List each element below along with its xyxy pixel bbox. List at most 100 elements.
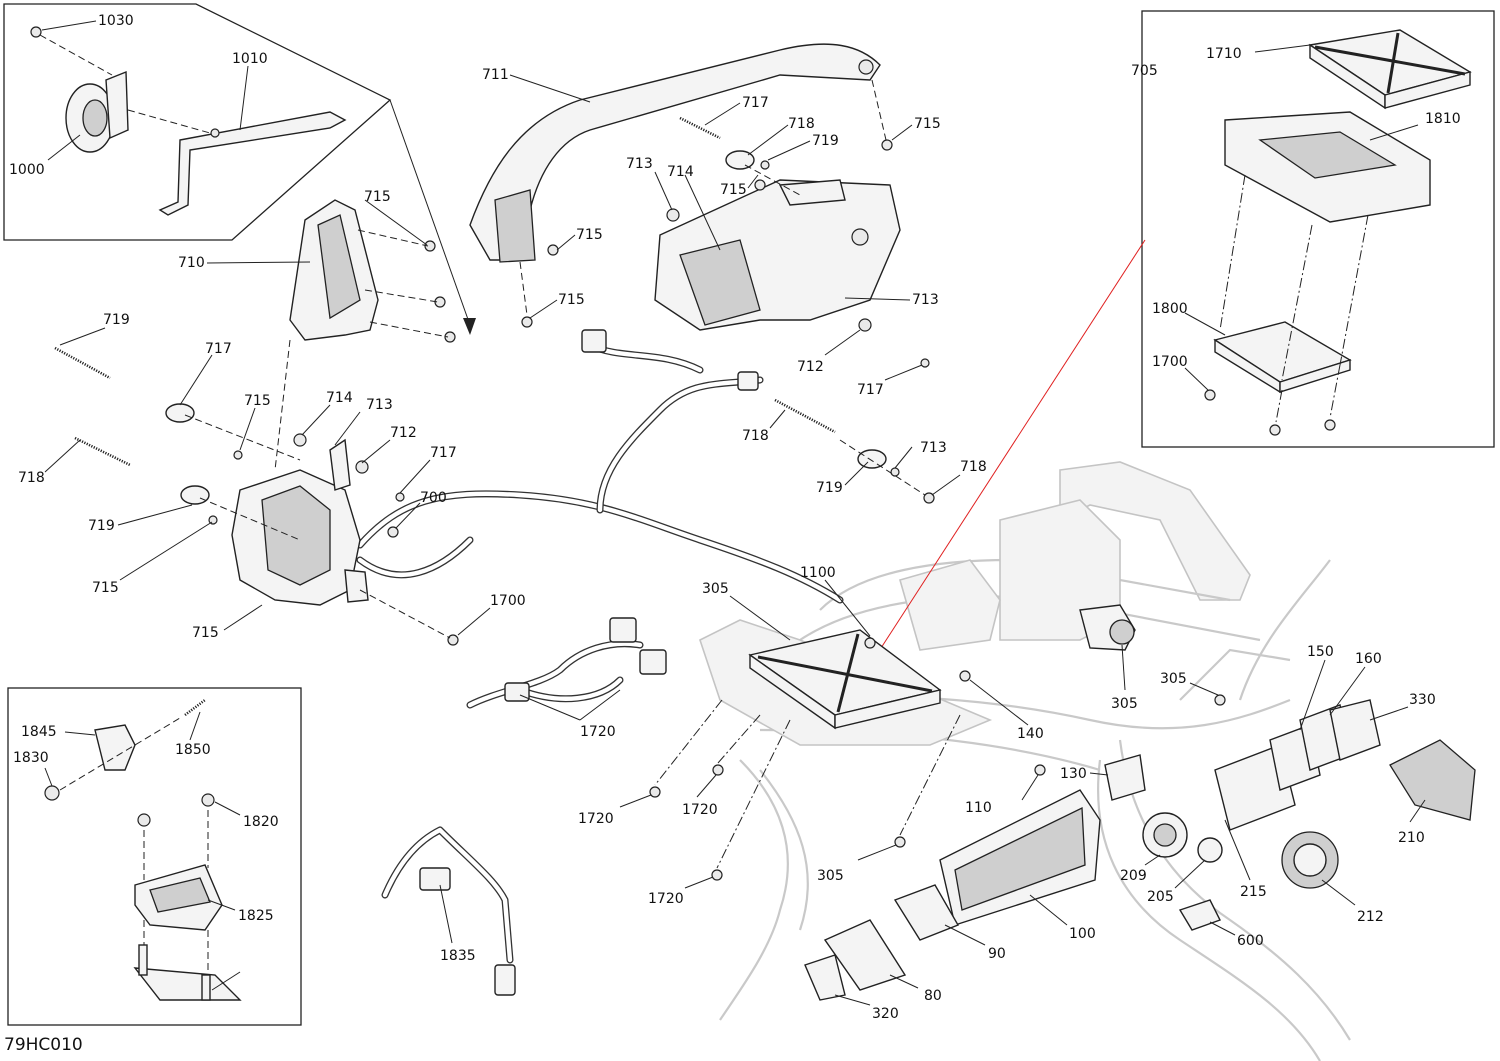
callout-712: 717 — [857, 382, 884, 398]
knob-210 — [1142, 812, 1188, 858]
headlight-710 — [654, 179, 901, 331]
callout-715: 705 — [1131, 63, 1158, 79]
callout-1835: 1845 — [21, 724, 57, 740]
detail-reference-line — [869, 239, 1146, 666]
callout-1030: 1030 — [98, 13, 134, 29]
cover-1700-inset — [1308, 29, 1472, 110]
callout-710: 713 — [912, 292, 939, 308]
callout-1810: 1800 — [1152, 301, 1188, 317]
callout-600: 100 — [1069, 926, 1096, 942]
wiring-harness — [356, 329, 844, 604]
ring-209 — [1197, 837, 1223, 863]
callout-718: 718 — [788, 116, 815, 132]
socket-1100 — [1079, 604, 1136, 651]
callout-1100: 305 — [1111, 696, 1138, 712]
callout-1720: 1720 — [578, 811, 614, 827]
callout-711: 711 — [482, 67, 509, 83]
callout-719: 713 — [920, 440, 947, 456]
module-inset — [1141, 10, 1495, 448]
callout-330: 1720 — [580, 724, 616, 740]
callout-713: 714 — [326, 390, 353, 406]
callout-209: 205 — [1147, 889, 1174, 905]
callout-717: 718 — [742, 428, 769, 444]
callout-1845: 1850 — [175, 742, 211, 758]
callout-1720: 1720 — [648, 891, 684, 907]
module-1700 — [699, 619, 993, 746]
callout-305: 1100 — [800, 565, 836, 581]
callout-140: 150 — [1307, 644, 1334, 660]
callout-150: 160 — [1355, 651, 1382, 667]
light-705 — [289, 199, 379, 341]
module-110 — [1104, 754, 1146, 801]
callout-717: 717 — [742, 95, 769, 111]
callout-1820: 1825 — [238, 908, 274, 924]
callout-305: 140 — [1017, 726, 1044, 742]
control-pad-130 — [1389, 739, 1476, 821]
dash-cluster-600 — [939, 789, 1101, 926]
callout-205: 215 — [1240, 884, 1267, 900]
callout-713: 713 — [626, 156, 653, 172]
callout-1720: 305 — [817, 868, 844, 884]
sensor-1820 — [134, 864, 223, 931]
callout-712: 717 — [430, 445, 457, 461]
headlight-700 — [231, 438, 369, 606]
callout-718: 719 — [816, 480, 843, 496]
callout-719: 715 — [244, 393, 271, 409]
bolt-1030 — [30, 26, 42, 38]
callout-100: 90 — [988, 946, 1006, 962]
callout-715: 715 — [364, 189, 391, 205]
callout-715: 700 — [420, 490, 447, 506]
callout-305: 305 — [1160, 671, 1187, 687]
callout-80: 320 — [872, 1006, 899, 1022]
callout-718: 717 — [205, 341, 232, 357]
callout-320: 1835 — [440, 948, 476, 964]
callout-160: 330 — [1409, 692, 1436, 708]
callout-215: 212 — [1357, 909, 1384, 925]
plate-1825 — [133, 944, 242, 1001]
callout-718: 719 — [88, 518, 115, 534]
sensor-harness-330 — [466, 617, 667, 709]
sensor-harness-320 — [381, 826, 516, 996]
callout-715: 718 — [960, 459, 987, 475]
switch-80 — [804, 954, 846, 1001]
light-fasteners — [54, 79, 935, 646]
callout-715: 715 — [576, 227, 603, 243]
module-fasteners-1720 — [649, 637, 1226, 881]
callout-713: 712 — [797, 359, 824, 375]
callout-130: 210 — [1398, 830, 1425, 846]
callout-719: 715 — [92, 580, 119, 596]
horn-1000 — [65, 70, 129, 153]
sensor-1835 — [94, 724, 136, 771]
callout-1010: 1010 — [232, 51, 268, 67]
callout-labels: 1030 1010 1000 711 717 718 719 715 713 7… — [9, 13, 1461, 1022]
callout-717: 719 — [103, 312, 130, 328]
horn-bracket-1010 — [158, 111, 347, 216]
callout-1700: 1710 — [1206, 46, 1242, 62]
connector-212 — [1178, 899, 1221, 931]
switch-100 — [893, 884, 960, 941]
callout-715: 715 — [914, 116, 941, 132]
callout-212: 600 — [1237, 933, 1264, 949]
callout-1830: 1820 — [243, 814, 279, 830]
callout-714: 714 — [667, 164, 694, 180]
callout-717: 718 — [18, 470, 45, 486]
callout-1000: 1000 — [9, 162, 45, 178]
bracket-711 — [469, 43, 881, 263]
tray-1810-inset — [1213, 321, 1352, 394]
callout-719: 719 — [812, 133, 839, 149]
callout-715: 715 — [558, 292, 585, 308]
callout-714: 713 — [366, 397, 393, 413]
callout-705: 710 — [178, 255, 205, 271]
bracket-1710-inset — [1224, 111, 1431, 223]
leader-lines — [41, 20, 1426, 1006]
callout-90: 80 — [924, 988, 942, 1004]
sensor-inset — [7, 687, 302, 1026]
callout-1850: 1830 — [13, 750, 49, 766]
callout-713: 712 — [390, 425, 417, 441]
callout-715: 1700 — [490, 593, 526, 609]
switch-90 — [823, 919, 907, 991]
callout-210: 209 — [1120, 868, 1147, 884]
callout-1700: 305 — [702, 581, 729, 597]
